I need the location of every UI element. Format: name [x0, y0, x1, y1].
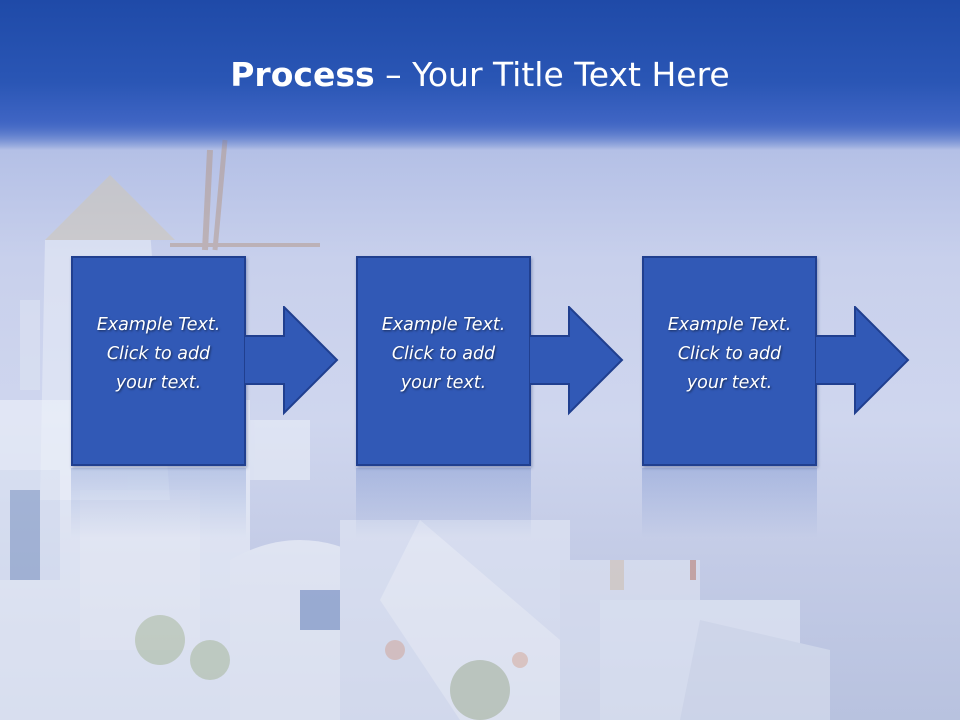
process-step-1-box[interactable]: Example Text. Click to add your text. — [71, 256, 246, 466]
step-3-line-3: your text. — [686, 373, 773, 393]
process-step-3-box[interactable]: Example Text. Click to add your text. — [642, 256, 817, 466]
step-2-text: Example Text. Click to add your text. — [358, 311, 529, 398]
step-1-line-1: Example Text. — [96, 315, 221, 335]
step-3-line-2: Click to add — [677, 344, 782, 364]
process-arrow-1[interactable] — [244, 306, 344, 416]
step-3-text: Example Text. Click to add your text. — [644, 311, 815, 398]
step-1-text: Example Text. Click to add your text. — [73, 311, 244, 398]
step-2-line-3: your text. — [400, 373, 487, 393]
slide-title[interactable]: Process – Your Title Text Here — [0, 52, 960, 98]
step-3-line-1: Example Text. — [667, 315, 792, 335]
process-step-2-box[interactable]: Example Text. Click to add your text. — [356, 256, 531, 466]
title-rest: Your Title Text Here — [412, 55, 730, 94]
step-1-line-2: Click to add — [106, 344, 211, 364]
step-2-line-2: Click to add — [391, 344, 496, 364]
header-band — [0, 0, 960, 150]
process-arrow-3[interactable] — [815, 306, 915, 416]
step-2-line-1: Example Text. — [381, 315, 506, 335]
process-arrow-2[interactable] — [529, 306, 629, 416]
title-dash: – — [374, 55, 413, 94]
step-1-line-3: your text. — [115, 373, 202, 393]
title-bold: Process — [230, 55, 375, 94]
